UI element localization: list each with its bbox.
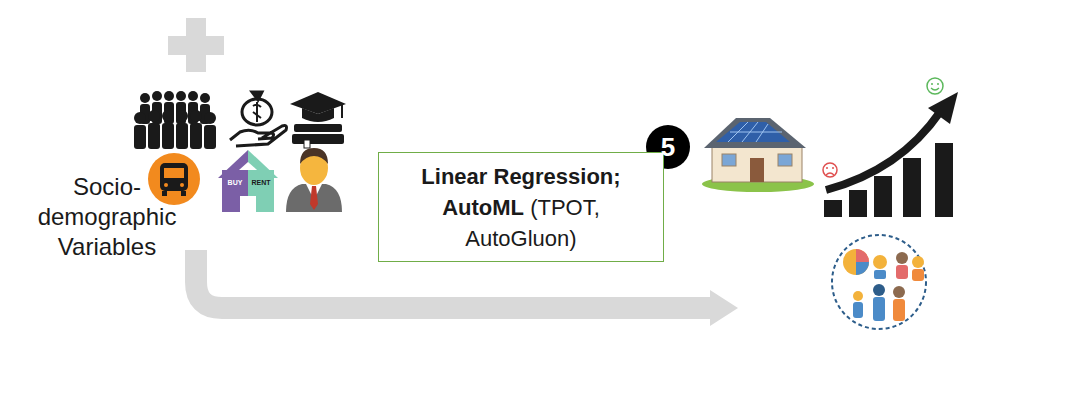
money-icon <box>230 92 287 146</box>
community-icon <box>832 235 926 329</box>
process-box: Linear Regression;AutoML (TPOT, AutoGluo… <box>378 152 664 262</box>
growth-chart-icon <box>823 78 958 217</box>
buy-label: BUY <box>223 178 247 187</box>
person-icon <box>286 148 342 212</box>
crowd-icon <box>134 91 216 149</box>
graduation-icon <box>290 92 346 148</box>
callout-number: 5 <box>652 132 684 162</box>
box-text: AutoML <box>442 195 524 220</box>
plus-symbol <box>168 18 224 72</box>
flow-arrowhead <box>710 290 738 326</box>
box-heading: Linear Regression; <box>421 161 620 192</box>
box-text-row: AutoML (TPOT, AutoGluon) <box>391 192 651 254</box>
variables-label: Socio-demographic Variables <box>30 172 184 262</box>
rent-label: RENT <box>249 178 273 187</box>
solar-house-icon <box>702 118 814 192</box>
house-icon <box>218 150 278 212</box>
bus-icon <box>148 153 200 205</box>
